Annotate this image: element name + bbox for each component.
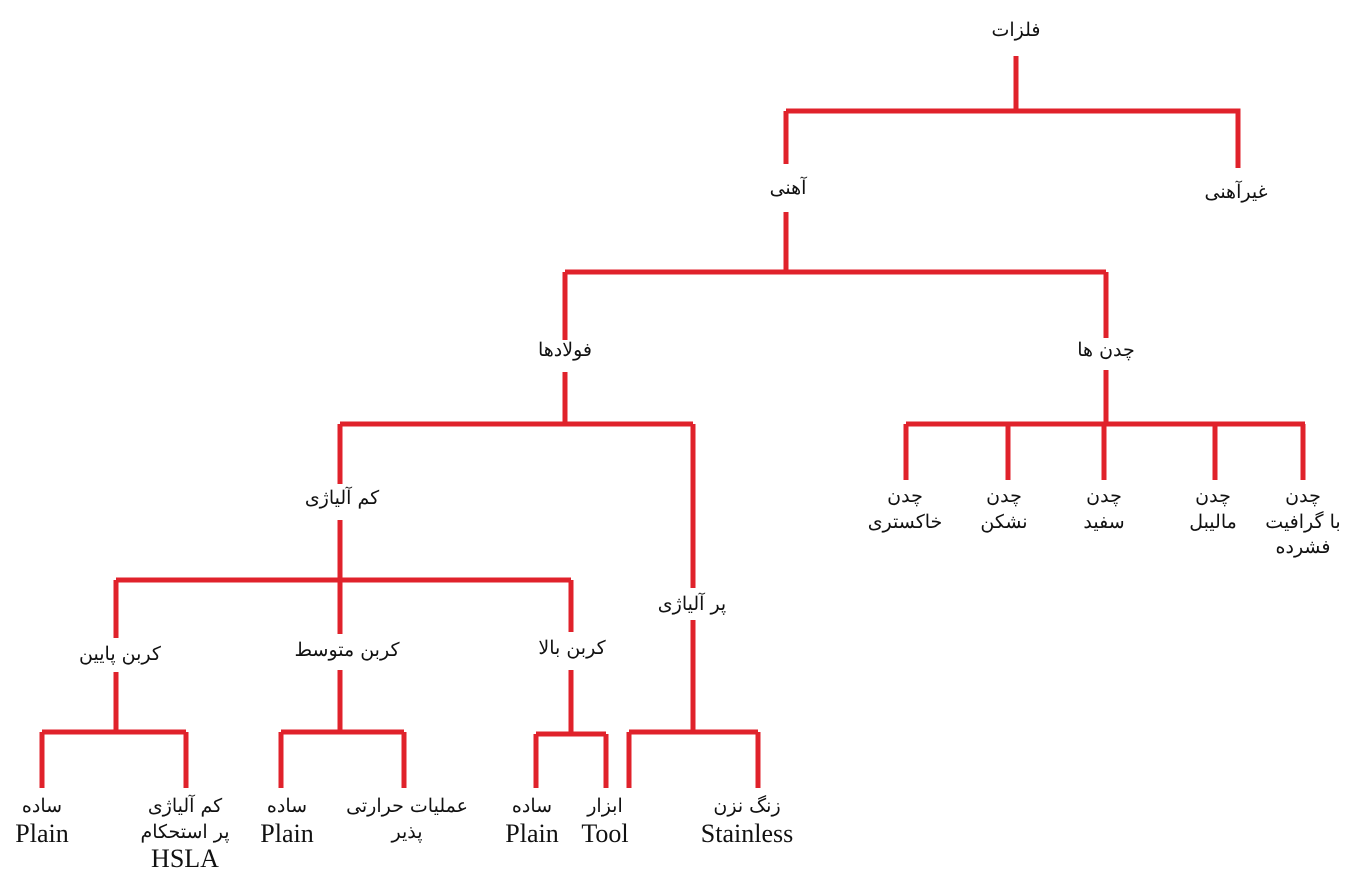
node-hc-tool: ابزار Tool bbox=[581, 794, 628, 848]
node-steels-label: فولادها bbox=[537, 339, 593, 361]
node-low-carbon: کربن پایین bbox=[79, 642, 161, 668]
connector-root-to-level1 bbox=[783, 56, 1241, 168]
node-lc-plain-fa: ساده bbox=[21, 795, 63, 817]
node-malleable-cast-iron: چدن مالیبل bbox=[1189, 484, 1237, 535]
node-ductile-cast-iron-line2: نشکن bbox=[980, 510, 1028, 533]
node-stainless: زنگ نزن Stainless bbox=[701, 794, 793, 848]
node-high-alloy: پر آلیاژی bbox=[658, 592, 726, 618]
node-gray-cast-iron-line2: خاکستری bbox=[867, 510, 943, 533]
node-malleable-cast-iron-line1: چدن bbox=[1195, 485, 1231, 507]
node-mc-heat-line2: پذیر bbox=[391, 820, 423, 843]
node-lc-plain-en: Plain bbox=[15, 818, 69, 848]
node-steels: فولادها bbox=[538, 338, 592, 364]
connector-steels-to-alloy bbox=[337, 372, 696, 588]
node-compacted-line1: چدن bbox=[1285, 485, 1321, 507]
node-hc-plain-fa: ساده bbox=[511, 795, 553, 817]
node-nonferrous-label: غیرآهنی bbox=[1204, 181, 1268, 203]
node-high-carbon-label: کربن بالا bbox=[538, 637, 606, 659]
node-lc-hsla: کم آلیاژی پر استحکام HSLA bbox=[140, 794, 229, 874]
node-malleable-cast-iron-line2: مالیبل bbox=[1189, 510, 1237, 533]
node-ductile-cast-iron: چدن نشکن bbox=[980, 484, 1027, 535]
node-gray-cast-iron: چدن خاکستری bbox=[868, 484, 943, 535]
node-high-alloy-label: پر آلیاژی bbox=[657, 593, 727, 615]
node-hc-tool-en: Tool bbox=[581, 818, 629, 848]
connector-lowalloy-to-carbon bbox=[113, 520, 574, 638]
connector-mediumcarbon-to-leaves bbox=[278, 670, 407, 788]
connector-highalloy-to-leaves bbox=[626, 620, 761, 788]
node-medium-carbon-label: کربن متوسط bbox=[294, 639, 400, 661]
node-mc-heat-line1: عملیات حرارتی bbox=[346, 795, 468, 817]
node-compacted-graphite-cast-iron: چدن با گرافیت فشرده bbox=[1265, 484, 1340, 561]
connector-castiron-to-types bbox=[903, 370, 1306, 480]
node-hc-plain: ساده Plain bbox=[505, 794, 558, 848]
node-ductile-cast-iron-line1: چدن bbox=[986, 485, 1022, 507]
node-low-carbon-label: کربن پایین bbox=[79, 643, 161, 665]
node-high-carbon: کربن بالا bbox=[538, 636, 605, 662]
node-white-cast-iron-line2: سفید bbox=[1083, 510, 1125, 533]
node-lc-hsla-en: HSLA bbox=[151, 844, 219, 874]
node-lc-plain: ساده Plain bbox=[15, 794, 68, 848]
node-lc-hsla-fa2: پر استحکام bbox=[140, 820, 230, 843]
node-cast-irons-label: چدن ها bbox=[1077, 339, 1135, 361]
node-mc-plain: ساده Plain bbox=[260, 794, 313, 848]
node-hc-plain-en: Plain bbox=[505, 818, 559, 848]
node-ferrous: آهنی bbox=[770, 176, 807, 202]
connector-ferrous-to-level2 bbox=[562, 212, 1109, 340]
node-white-cast-iron: چدن سفید bbox=[1083, 484, 1124, 535]
node-metals: فلزات bbox=[991, 18, 1040, 44]
node-metals-label: فلزات bbox=[991, 19, 1041, 41]
connector-highcarbon-to-leaves bbox=[533, 670, 609, 788]
node-mc-heat-treatable: عملیات حرارتی پذیر bbox=[346, 794, 468, 845]
node-low-alloy-label: کم آلیاژی bbox=[304, 487, 380, 509]
node-mc-plain-en: Plain bbox=[260, 818, 314, 848]
connector-lowcarbon-to-leaves bbox=[39, 672, 189, 788]
node-nonferrous: غیرآهنی bbox=[1204, 180, 1267, 206]
node-white-cast-iron-line1: چدن bbox=[1086, 485, 1122, 507]
node-cast-irons: چدن ها bbox=[1077, 338, 1135, 364]
node-ferrous-label: آهنی bbox=[769, 177, 807, 199]
node-stainless-en: Stainless bbox=[700, 818, 794, 848]
node-lc-hsla-fa1: کم آلیاژی bbox=[147, 795, 223, 817]
node-compacted-line2: با گرافیت bbox=[1265, 510, 1341, 533]
node-low-alloy: کم آلیاژی bbox=[305, 486, 379, 512]
node-gray-cast-iron-line1: چدن bbox=[887, 485, 923, 507]
node-mc-plain-fa: ساده bbox=[266, 795, 308, 817]
node-hc-tool-fa: ابزار bbox=[587, 795, 623, 817]
node-medium-carbon: کربن متوسط bbox=[294, 638, 399, 664]
node-stainless-fa: زنگ نزن bbox=[713, 795, 781, 817]
node-compacted-line3: فشرده bbox=[1275, 536, 1331, 559]
